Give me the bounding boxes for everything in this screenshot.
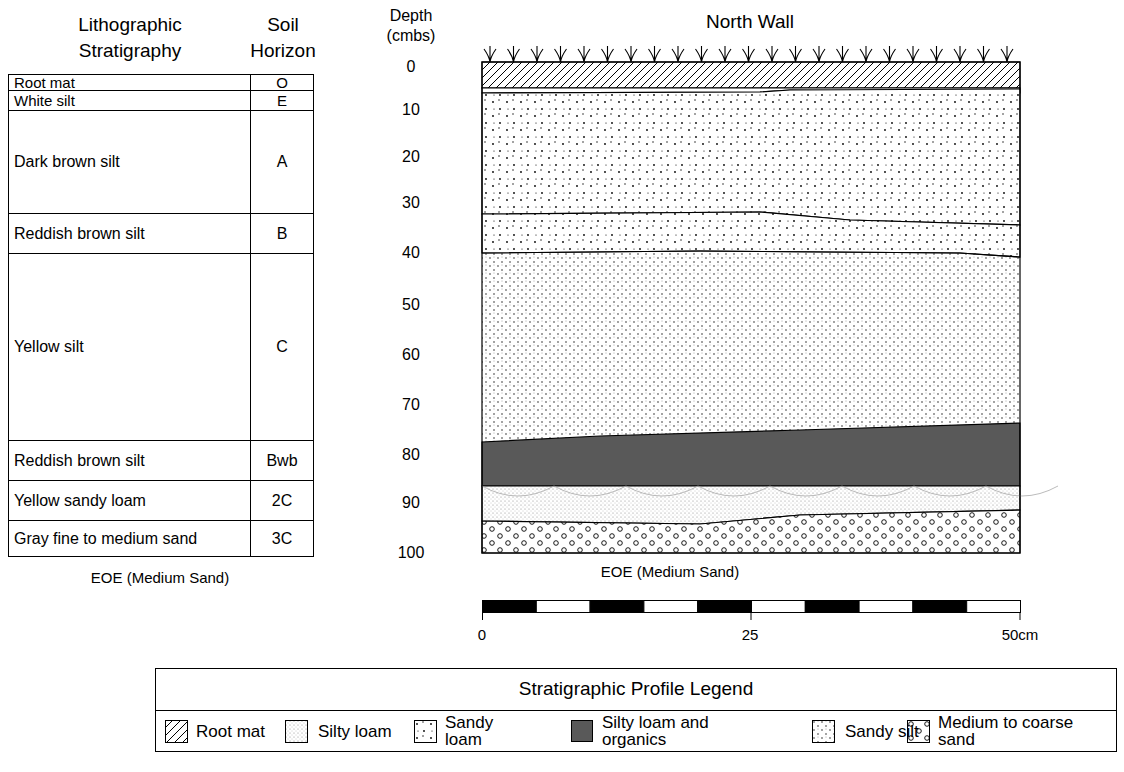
depth-tick: 80 [388,445,434,465]
legend-swatch [414,720,437,743]
end-note: EOE (Medium Sand) [570,563,770,581]
legend-text: Sandy silt [845,713,935,749]
scale-label: 25 [730,626,770,644]
profile-title: North Wall [670,10,830,34]
horizon-code: Bwb [252,441,312,480]
legend-box [156,669,1117,752]
layer-name: Gray fine to medium sand [14,521,246,557]
layer-name: Yellow silt [14,254,246,440]
horizon-code: E [252,91,312,110]
legend-text: Sandy loam [445,713,503,749]
horizon-code: C [252,254,312,440]
legend-swatch [285,720,308,743]
legend-title: Stratigraphic Profile Legend [436,677,836,701]
depth-tick: 30 [388,193,434,213]
legend-text: Silty loam [318,713,408,749]
legend-swatch [165,720,188,743]
legend-text: Medium to coarse sand [938,713,1110,749]
layer-name: Yellow sandy loam [14,481,246,520]
legend-swatch [812,720,835,743]
layer-name: Reddish brown silt [14,441,246,480]
legend-swatch [571,720,593,742]
grass-symbols [484,46,1013,62]
depth-tick: 60 [388,345,434,365]
legend-text: Root mat [196,713,276,749]
table-header: Lithographic Stratigraphy [60,12,200,64]
depth-tick: 0 [388,57,434,77]
horizon-code: B [252,214,312,253]
depth-tick: 40 [388,243,434,263]
legend-text: Silty loam and organics [602,713,737,749]
depth-tick: 90 [388,493,434,513]
horizon-code: 2C [252,481,312,520]
scale-label: 50cm [990,626,1050,644]
layer-name: Reddish brown silt [14,214,246,253]
scale-label: 0 [467,626,497,644]
layer-name: Root mat [14,75,246,90]
depth-tick: 100 [388,543,434,563]
axis-title: Depth (cmbs) [380,6,442,46]
depth-tick: 20 [388,147,434,167]
depth-tick: 50 [388,295,434,315]
layer-name: Dark brown silt [14,111,246,213]
table-header: Soil Horizon [241,12,325,64]
layer-name: White silt [14,91,246,110]
horizon-code: A [252,111,312,213]
horizon-code: O [252,75,312,90]
horizon-code: 3C [252,521,312,557]
scale-bar [483,601,1021,621]
strat-table [8,75,314,557]
profile-layers [482,62,1058,553]
end-note: EOE (Medium Sand) [60,569,260,587]
depth-tick: 70 [388,395,434,415]
depth-tick: 10 [388,100,434,120]
